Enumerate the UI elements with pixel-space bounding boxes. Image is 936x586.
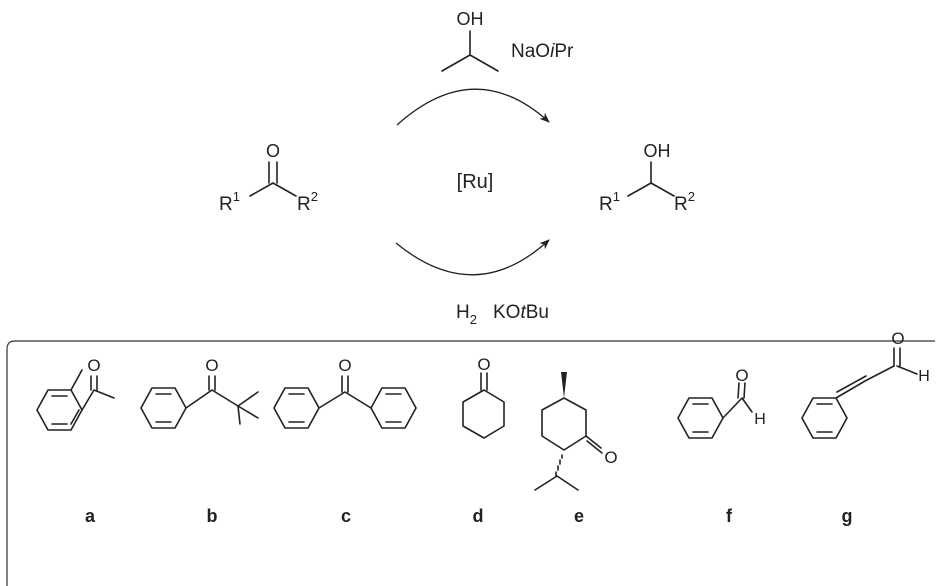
hydrogen-label: H2 — [456, 302, 477, 327]
substrate-b-o-label: O — [205, 356, 218, 375]
ketone-o-label: O — [266, 141, 280, 161]
substrate-label-e: e — [574, 506, 584, 526]
bottom-base-label: KOtBu — [493, 302, 549, 323]
alcohol-r1-label: R1 — [599, 189, 620, 215]
substrate-f-structure: O H — [677, 366, 766, 439]
catalyst-label: [Ru] — [457, 171, 494, 193]
substrate-d-o-label: O — [477, 355, 490, 374]
ketone-structure: O R1 R2 — [219, 141, 318, 215]
substrate-box — [6, 340, 935, 586]
substrate-label-g: g — [842, 506, 853, 526]
alcohol-oh-label: OH — [644, 141, 671, 161]
top-curved-arrow — [396, 88, 550, 126]
substrate-label-c: c — [341, 506, 351, 526]
substrate-e-structure: O — [534, 372, 618, 491]
isopropanol-oh-label: OH — [457, 9, 484, 29]
substrate-c-o-label: O — [338, 356, 351, 375]
substrate-label-a: a — [85, 506, 96, 526]
substrate-e-o-label: O — [604, 448, 617, 467]
substrate-labels: a b c d e f g — [85, 506, 853, 526]
substrate-label-b: b — [207, 506, 218, 526]
substrate-b-structure: O — [140, 356, 259, 429]
bottom-curved-arrow — [395, 239, 550, 276]
substrate-a-structure: O — [36, 356, 115, 431]
substrate-label-f: f — [726, 506, 733, 526]
alcohol-r2-label: R2 — [674, 189, 695, 215]
substrate-c-structure: O — [273, 356, 417, 429]
ketone-r1-label: R1 — [219, 189, 240, 215]
substrate-g-structure: O H — [801, 329, 930, 439]
substrate-d-structure: O — [462, 355, 505, 439]
substrate-f-h-label: H — [754, 411, 766, 428]
substrate-g-h-label: H — [918, 368, 930, 385]
alcohol-structure: OH R1 R2 — [599, 141, 695, 215]
isopropanol-structure: OH — [441, 9, 499, 72]
ketone-r2-label: R2 — [297, 189, 318, 215]
substrate-a-o-label: O — [87, 356, 100, 375]
substrate-label-d: d — [473, 506, 484, 526]
substrate-f-o-label: O — [735, 366, 748, 385]
substrate-g-o-label: O — [891, 329, 904, 348]
top-base-label: NaOiPr — [511, 41, 574, 62]
